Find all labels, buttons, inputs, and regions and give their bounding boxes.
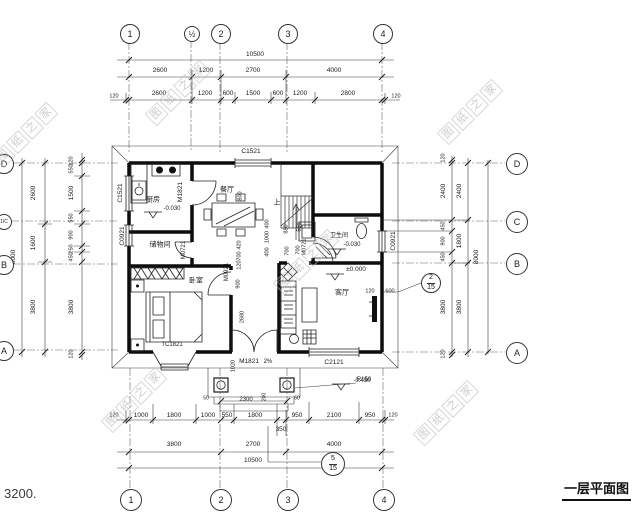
dimension-lines [21, 59, 489, 469]
furniture [130, 163, 377, 393]
staircase [280, 164, 314, 240]
drawing-title: 一层平面图 [562, 478, 632, 501]
level-symbols [144, 211, 350, 391]
corner-cropped-dimension: 3200. [4, 486, 37, 501]
doors [174, 180, 337, 353]
walls [127, 161, 384, 354]
dimension-ticks [18, 56, 492, 472]
axis-lines [11, 40, 505, 488]
